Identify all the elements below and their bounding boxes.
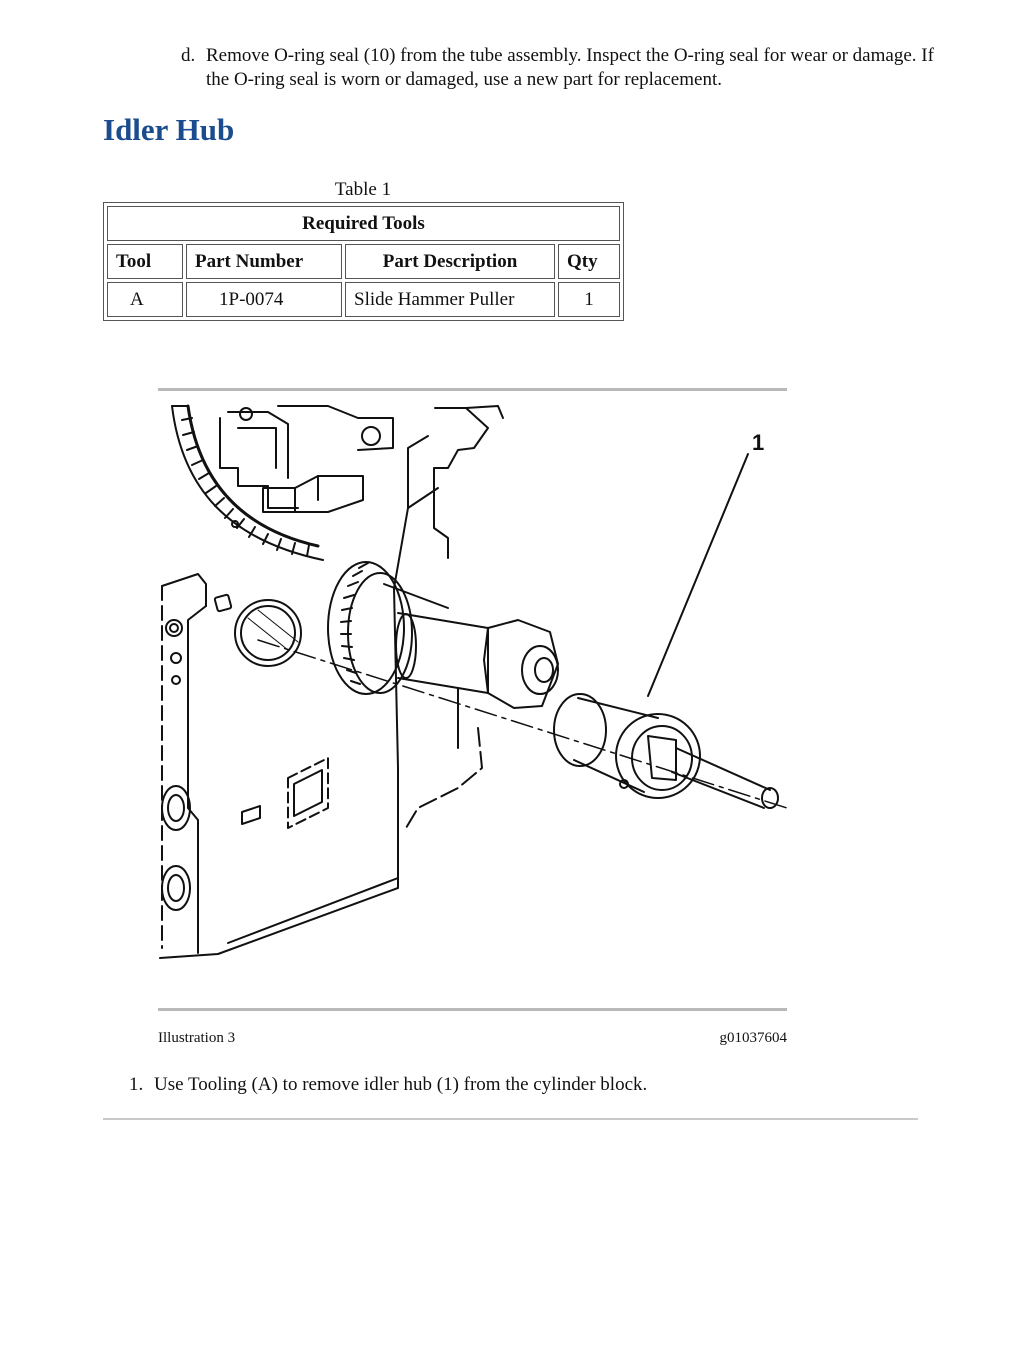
step-1: 1. Use Tooling (A) to remove idler hub (… bbox=[129, 1074, 647, 1096]
bracket-icon bbox=[219, 405, 394, 528]
idler-hub-line-drawing: 1 bbox=[159, 404, 787, 959]
callout-label: 1 bbox=[752, 430, 764, 455]
idler-gear-icon bbox=[327, 561, 449, 695]
alignment-line bbox=[257, 639, 787, 809]
section-title: Idler Hub bbox=[103, 112, 235, 147]
slide-hammer-puller-icon bbox=[553, 693, 779, 809]
step-d-marker: d. bbox=[181, 45, 196, 66]
cell-part-number: 1P-0074 bbox=[186, 282, 342, 317]
cell-part-description: Slide Hammer Puller bbox=[345, 282, 555, 317]
cylinder-block-icon bbox=[159, 405, 504, 959]
header-part-description: Part Description bbox=[345, 244, 555, 279]
illustration-caption: Illustration 3 bbox=[158, 1030, 236, 1046]
figure-bottom-rule bbox=[158, 1008, 787, 1011]
cell-qty: 1 bbox=[558, 282, 620, 317]
bottom-divider bbox=[103, 1118, 918, 1120]
figure-top-rule bbox=[158, 388, 787, 391]
illustration-id: g01037604 bbox=[719, 1030, 788, 1046]
table-title: Required Tools bbox=[107, 206, 620, 241]
table-row: A 1P-0074 Slide Hammer Puller 1 bbox=[107, 282, 620, 317]
callout-leader-line bbox=[647, 453, 749, 697]
header-tool: Tool bbox=[107, 244, 183, 279]
table-header-row: Tool Part Number Part Description Qty bbox=[107, 244, 620, 279]
step-d-text: Remove O-ring seal (10) from the tube as… bbox=[206, 45, 934, 90]
table-caption: Table 1 bbox=[334, 179, 392, 200]
cell-tool: A bbox=[107, 282, 183, 317]
idler-hub-icon bbox=[395, 612, 559, 709]
illustration-3: 1 bbox=[158, 388, 787, 1011]
step-1-text: Use Tooling (A) to remove idler hub (1) … bbox=[154, 1074, 648, 1095]
timing-gear-icon bbox=[171, 404, 324, 561]
required-tools-table: Required Tools Tool Part Number Part Des… bbox=[103, 202, 624, 321]
step-1-marker: 1. bbox=[129, 1074, 144, 1095]
header-qty: Qty bbox=[558, 244, 620, 279]
header-part-number: Part Number bbox=[186, 244, 342, 279]
